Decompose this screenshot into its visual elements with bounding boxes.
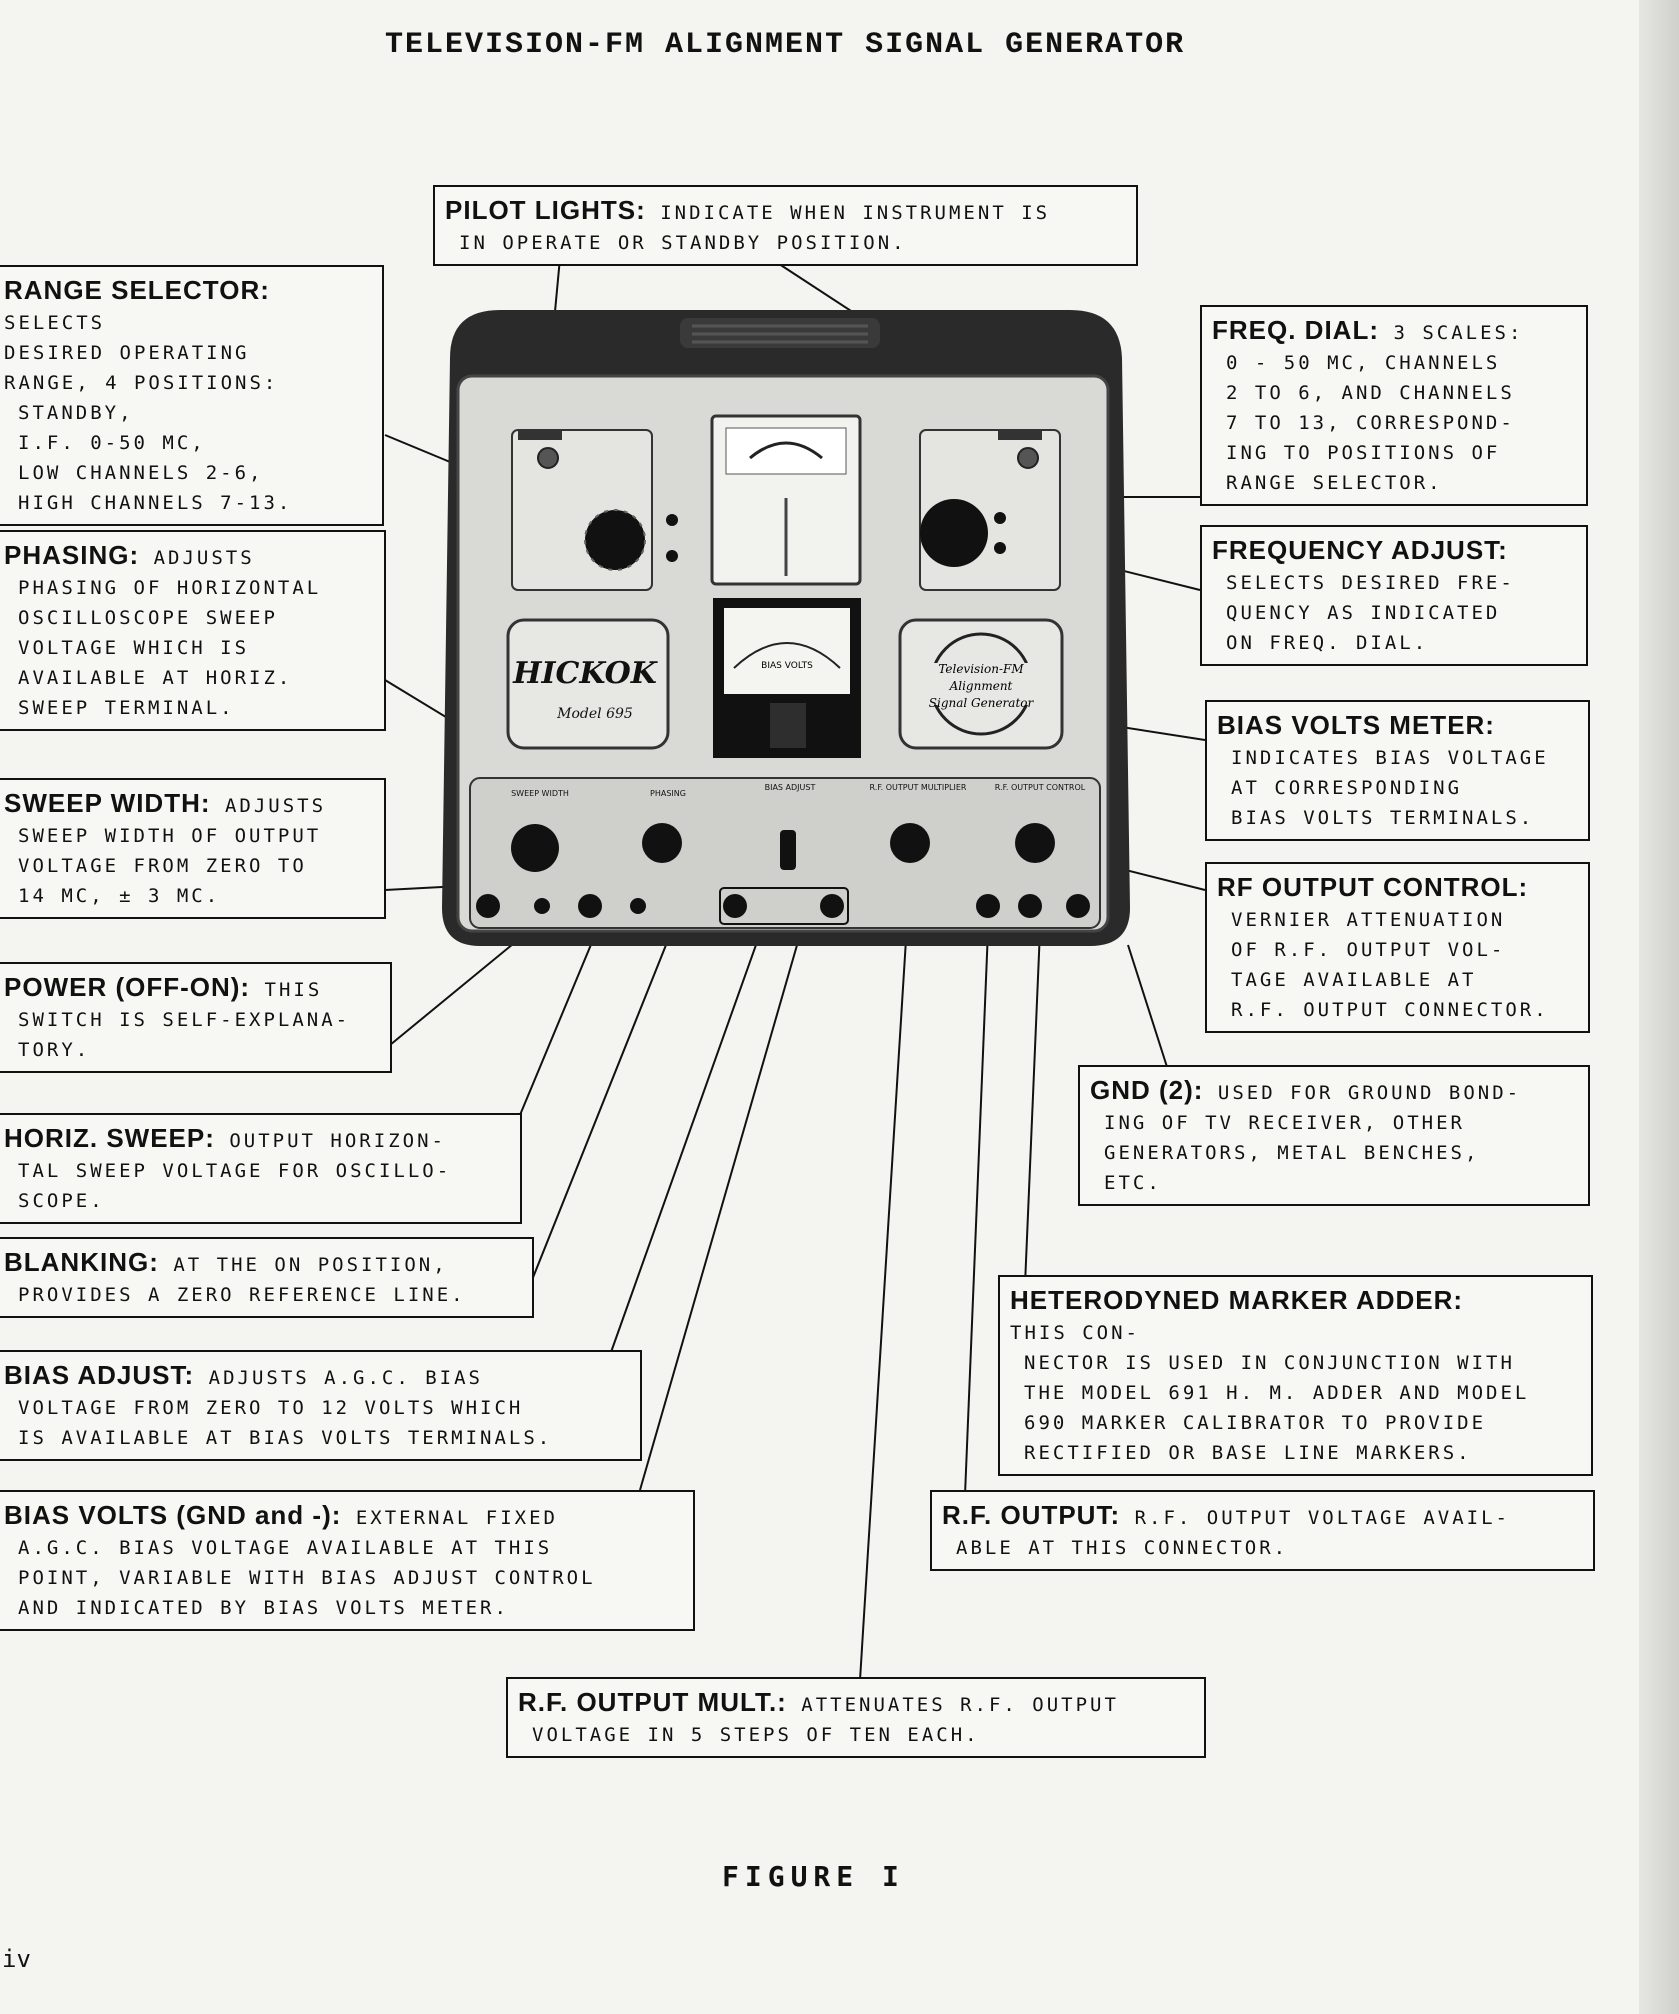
callout-bias-volts: BIAS VOLTS (GND and -): EXTERNAL FIXED A… (0, 1490, 695, 1631)
panel-label-sweep-width: SWEEP WIDTH (511, 789, 569, 798)
callout-rf-output-control: RF OUTPUT CONTROL: VERNIER ATTENUATION O… (1205, 862, 1590, 1033)
callout-rf-output-mult: R.F. OUTPUT MULT.: ATTENUATES R.F. OUTPU… (506, 1677, 1206, 1758)
panel-label-phasing: PHASING (650, 789, 686, 798)
emblem-line-1: Television-FM (938, 662, 1024, 676)
callout-heterodyned-marker-adder: HETERODYNED MARKER ADDER: THIS CON- NECT… (998, 1275, 1593, 1476)
emblem-line-3: Signal Generator (929, 696, 1035, 710)
callout-frequency-adjust: FREQUENCY ADJUST: SELECTS DESIRED FRE- Q… (1200, 525, 1588, 666)
panel-label-rf-control: R.F. OUTPUT CONTROL (995, 783, 1086, 792)
brand-logo: HICKOK (512, 656, 659, 691)
figure-caption: FIGURE I (722, 1860, 905, 1893)
callout-blanking: BLANKING: AT THE ON POSITION, PROVIDES A… (0, 1237, 534, 1318)
signal-generator-instrument: HICKOK Model 695 BIAS VOLTS Television-F… (442, 310, 1130, 946)
callout-range-selector: RANGE SELECTOR: SELECTS DESIRED OPERATIN… (0, 265, 384, 526)
callout-rf-output: R.F. OUTPUT: R.F. OUTPUT VOLTAGE AVAIL- … (930, 1490, 1595, 1571)
callout-bias-adjust: BIAS ADJUST: ADJUSTS A.G.C. BIAS VOLTAGE… (0, 1350, 642, 1461)
callout-phasing: PHASING: ADJUSTS PHASING OF HORIZONTAL O… (0, 530, 386, 731)
page-number: iv (2, 1945, 31, 1973)
callout-pilot-lights: PILOT LIGHTS: INDICATE WHEN INSTRUMENT I… (433, 185, 1138, 266)
callout-bias-volts-meter: BIAS VOLTS METER: INDICATES BIAS VOLTAGE… (1205, 700, 1590, 841)
callout-sweep-width: SWEEP WIDTH: ADJUSTS SWEEP WIDTH OF OUTP… (0, 778, 386, 919)
panel-label-bias-adjust: BIAS ADJUST (765, 783, 816, 792)
callout-heading: PILOT LIGHTS: (445, 195, 646, 225)
callout-gnd: GND (2): USED FOR GROUND BOND- ING OF TV… (1078, 1065, 1590, 1206)
page-title: TELEVISION-FM ALIGNMENT SIGNAL GENERATOR (385, 28, 1186, 62)
callout-power: POWER (OFF-ON): THIS SWITCH IS SELF-EXPL… (0, 962, 392, 1073)
page-edge (1639, 0, 1679, 2014)
model-label: Model 695 (556, 706, 633, 722)
panel-label-rf-mult: R.F. OUTPUT MULTIPLIER (870, 783, 967, 792)
meter-label: BIAS VOLTS (761, 661, 813, 671)
callout-freq-dial: FREQ. DIAL: 3 SCALES: 0 - 50 MC, CHANNEL… (1200, 305, 1588, 506)
emblem-line-2: Alignment (949, 679, 1013, 693)
callout-horiz-sweep: HORIZ. SWEEP: OUTPUT HORIZON- TAL SWEEP … (0, 1113, 522, 1224)
